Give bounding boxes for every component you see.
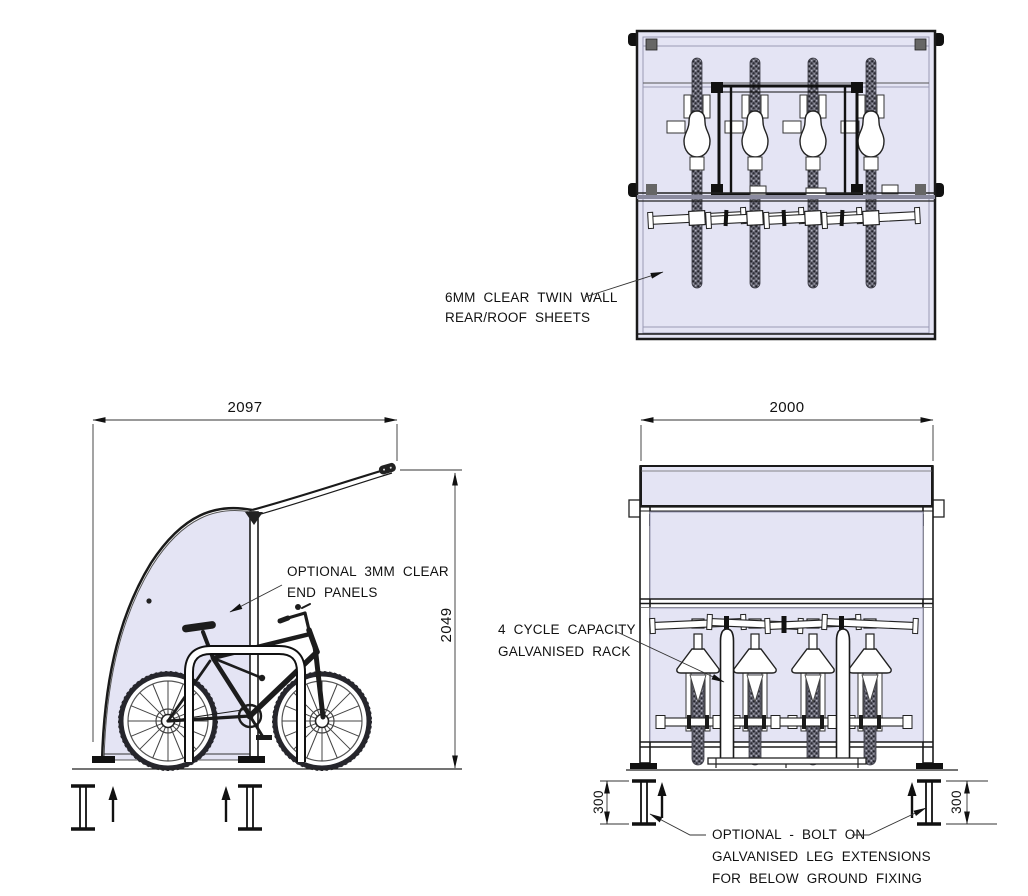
corner-fixing: [645, 38, 658, 51]
leader-rack: [614, 630, 725, 683]
dim-side-width: 2097: [228, 399, 263, 416]
base-foot: [92, 756, 115, 763]
up-arrow-side-right: [220, 784, 232, 824]
annotation-rack: 4 CYCLE CAPACITY GALVANISED RACK: [498, 622, 725, 683]
roof-inner: [253, 472, 393, 517]
up-arrow-front-left: [656, 780, 668, 820]
label-end-panels-2: END PANELS: [287, 585, 378, 600]
corner-fixing: [914, 38, 927, 51]
label-rack-2: GALVANISED RACK: [498, 644, 631, 659]
rack-hoop-side: [184, 645, 306, 762]
front-view: [626, 465, 958, 826]
up-arrow-front-right: [906, 780, 918, 820]
dimension-300-left: 300: [591, 780, 629, 825]
crankset: [237, 703, 272, 740]
bicycle-side: [120, 603, 371, 770]
base-foot: [238, 756, 265, 763]
dimension-2097: 2097: [92, 399, 398, 742]
leg-extension-front-left: [630, 779, 658, 826]
bar-clamp: [723, 209, 729, 227]
label-rack-1: 4 CYCLE CAPACITY: [498, 622, 636, 637]
leader-leg-ext-left: [649, 813, 706, 836]
dimension-300-right: 300: [946, 780, 997, 825]
brake-lever: [295, 604, 301, 610]
rack-base: [707, 757, 867, 768]
leg-extension-side-left: [69, 784, 97, 831]
label-end-panels-1: OPTIONAL 3MM CLEAR: [287, 564, 449, 579]
leader-end-panels: [229, 584, 283, 613]
bar-clamp: [781, 616, 787, 633]
roof-fascia: [640, 465, 933, 507]
side-fixing: [915, 184, 926, 195]
leg-extension-side-right: [236, 784, 264, 831]
post-foot: [916, 763, 943, 769]
dimension-2000: 2000: [640, 399, 934, 461]
side-fixing: [646, 184, 657, 195]
roof-outer: [251, 465, 395, 512]
saddle: [182, 621, 216, 633]
dim-leg-left: 300: [591, 790, 606, 814]
dim-front-width: 2000: [770, 399, 805, 416]
leg-extension-front-right: [915, 779, 943, 826]
rack-hoop-front: [719, 628, 735, 762]
roof-inner-frame: [642, 36, 930, 334]
rack-hoop-front: [835, 628, 851, 762]
annotation-leg-extensions: OPTIONAL - BOLT ON GALVANISED LEG EXTENS…: [649, 807, 931, 886]
bar-clamp: [839, 209, 845, 227]
panel-joint: [146, 598, 152, 604]
leader-leg-ext-right: [852, 807, 927, 836]
roof-tip-cap: [378, 462, 396, 475]
bar-clamp: [781, 209, 787, 227]
dimension-2049: 2049: [400, 469, 462, 769]
side-view: [69, 462, 462, 831]
rack-frame-plan: [711, 82, 899, 197]
wall-junction: [637, 195, 935, 199]
shock-pivot: [258, 674, 266, 682]
label-twin-wall-1: 6MM CLEAR TWIN WALL: [445, 290, 618, 305]
annotation-end-panels: OPTIONAL 3MM CLEAR END PANELS: [229, 564, 449, 613]
label-leg-ext-2: GALVANISED LEG EXTENSIONS: [712, 849, 931, 864]
dim-side-height: 2049: [438, 608, 455, 643]
dim-leg-right: 300: [949, 790, 964, 814]
annotation-twin-wall: 6MM CLEAR TWIN WALL REAR/ROOF SHEETS: [445, 271, 664, 325]
bar-clamp: [724, 616, 729, 633]
bar-clamp: [839, 616, 844, 633]
plan-view: [628, 29, 944, 341]
label-twin-wall-2: REAR/ROOF SHEETS: [445, 310, 590, 325]
post-foot: [630, 763, 657, 769]
rear-panel-upper: [649, 511, 924, 600]
label-leg-ext-3: FOR BELOW GROUND FIXING: [712, 871, 922, 886]
label-leg-ext-1: OPTIONAL - BOLT ON: [712, 827, 865, 842]
post-bracket: [245, 512, 263, 525]
up-arrow-side-left: [107, 784, 119, 824]
curved-edge: [100, 506, 253, 763]
leader-twin-wall: [584, 271, 664, 298]
